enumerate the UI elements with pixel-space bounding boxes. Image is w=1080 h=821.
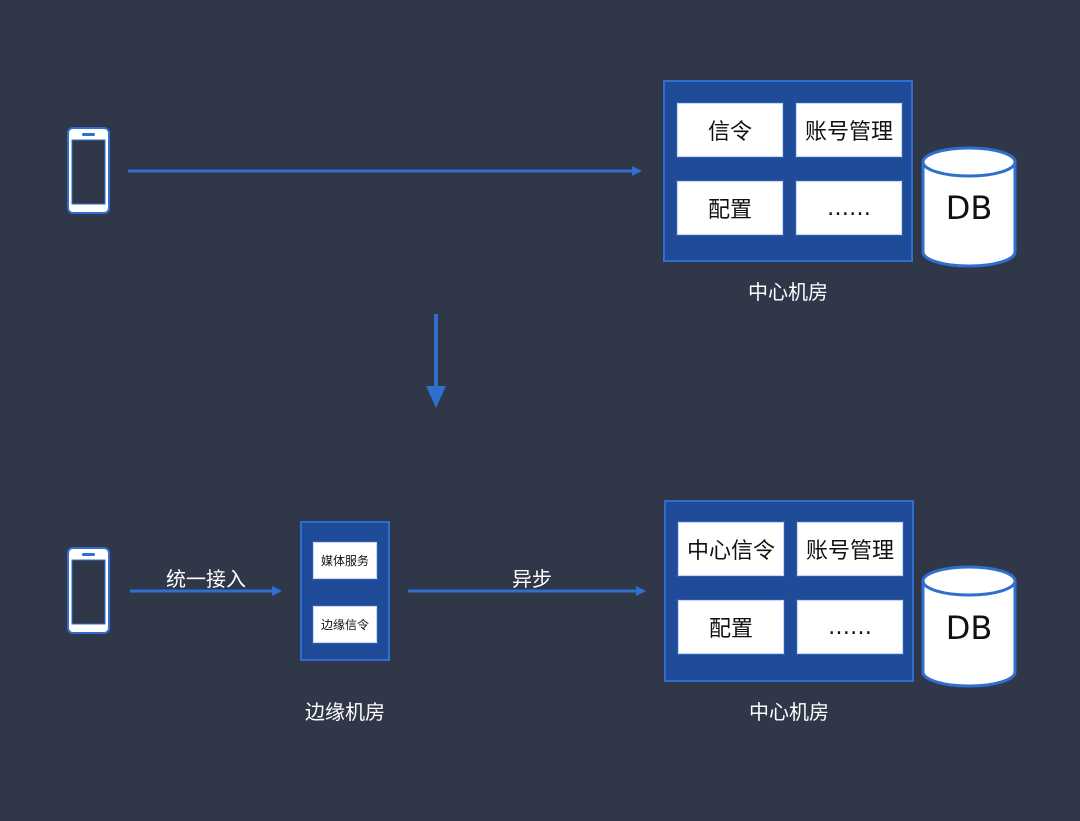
center-datacenter-bottom: 中心信令 账号管理 配置 ……	[664, 500, 914, 682]
module-signaling: 信令	[677, 103, 783, 157]
center-datacenter-label-top: 中心机房	[748, 280, 828, 304]
module-config: 配置	[677, 181, 783, 235]
edge-datacenter: 媒体服务 边缘信令	[300, 521, 390, 661]
unified-access-label: 统一接入	[166, 567, 246, 591]
edge-datacenter-label: 边缘机房	[305, 700, 385, 724]
module-config: 配置	[678, 600, 784, 654]
module-edge-signaling: 边缘信令	[313, 606, 377, 643]
phone-icon-top	[67, 127, 110, 214]
async-label: 异步	[512, 567, 552, 591]
module-account-management: 账号管理	[797, 522, 903, 576]
module-account-management: 账号管理	[796, 103, 902, 157]
database-icon-top: DB	[921, 146, 1017, 268]
phone-icon-bottom	[67, 547, 110, 634]
center-datacenter-label-bottom: 中心机房	[749, 700, 829, 724]
center-datacenter-top: 信令 账号管理 配置 ……	[663, 80, 913, 262]
module-more: ……	[797, 600, 903, 654]
db-label-bottom: DB	[946, 609, 993, 647]
module-media-service: 媒体服务	[313, 542, 377, 579]
database-icon-bottom: DB	[921, 565, 1017, 688]
module-center-signaling: 中心信令	[678, 522, 784, 576]
db-label-top: DB	[946, 189, 993, 227]
transition-arrow-head	[426, 386, 446, 408]
module-more: ……	[796, 181, 902, 235]
